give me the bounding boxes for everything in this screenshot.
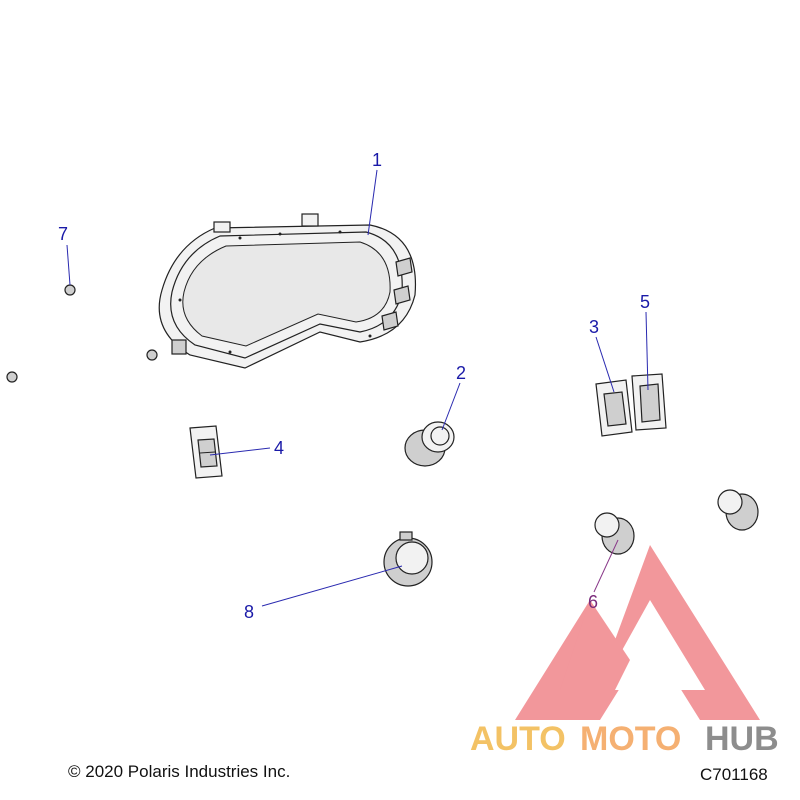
cluster-tab-left	[213, 221, 231, 233]
callout-6: 6	[588, 592, 598, 612]
callout-2: 2	[456, 363, 466, 383]
cluster-tab-right	[301, 213, 319, 227]
leader-7	[66, 244, 71, 286]
part-2-socket	[404, 421, 455, 467]
drawing-code: C701168	[700, 765, 768, 784]
leader-6	[593, 539, 619, 593]
outlet-cap	[717, 489, 743, 515]
switch-3-rocker	[603, 391, 627, 427]
part-7-screws	[6, 284, 158, 383]
screw	[146, 349, 158, 361]
logo-text-hub: HUB	[705, 720, 779, 758]
switch-detail	[199, 451, 216, 454]
copyright-notice: © 2020 Polaris Industries Inc.	[68, 762, 291, 781]
part-3-switch	[595, 379, 633, 437]
leader-8	[261, 565, 403, 607]
screw	[6, 371, 18, 383]
screw-hole	[228, 350, 232, 354]
cluster-button-1	[395, 257, 413, 277]
cluster-screen	[182, 241, 391, 347]
part-4-rocker-switch	[189, 425, 223, 479]
logo-text-moto: MOTO	[580, 720, 681, 758]
logo-left-peak	[560, 600, 630, 690]
leader-4	[209, 447, 271, 456]
switch-5-rocker	[639, 383, 661, 423]
leader-5	[645, 311, 649, 391]
callout-1: 1	[372, 150, 382, 170]
leader-2	[441, 382, 461, 431]
usb-top-tab	[399, 531, 413, 541]
screw-hole	[368, 334, 372, 338]
callout-4: 4	[274, 438, 284, 458]
callout-7: 7	[58, 224, 68, 244]
cluster-button-3	[381, 311, 399, 331]
screw-hole	[338, 230, 342, 234]
cluster-button-2	[393, 285, 411, 305]
callout-8: 8	[244, 602, 254, 622]
usb-face	[395, 541, 429, 575]
logo-text-auto: AUTO	[470, 720, 566, 758]
part-8-usb-socket	[383, 531, 433, 587]
leader-1	[367, 169, 378, 236]
outlet-cap	[594, 512, 620, 538]
callout-5: 5	[640, 292, 650, 312]
leader-3	[595, 336, 615, 393]
part-1-instrument-cluster	[158, 213, 417, 369]
socket-face	[430, 426, 450, 446]
automotohub-logo	[515, 545, 760, 720]
screw-hole	[278, 232, 282, 236]
part-5-switch	[631, 373, 667, 431]
cluster-connector	[171, 339, 187, 355]
callout-3: 3	[589, 317, 599, 337]
part-6-outlet-second	[717, 489, 759, 531]
part-6-outlet	[594, 512, 635, 555]
screw	[64, 284, 76, 296]
screw-hole	[238, 236, 242, 240]
screw-hole	[178, 298, 182, 302]
